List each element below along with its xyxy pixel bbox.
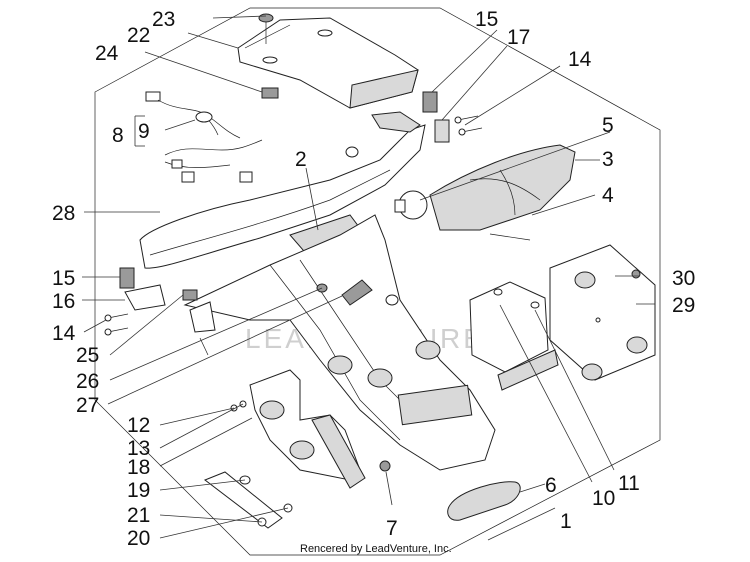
rivets-14-top: [454, 115, 483, 136]
callout-30: 30: [672, 267, 695, 290]
bracket-17: [434, 119, 450, 143]
callout-9: 9: [138, 120, 150, 143]
left-clips: [104, 267, 198, 336]
reflector-19: [203, 471, 293, 529]
callout-25: 25: [76, 344, 99, 367]
license-plate: [549, 244, 656, 381]
callout-15: 15: [475, 8, 498, 31]
callout-15b: 15: [52, 267, 75, 290]
callout-3: 3: [602, 148, 614, 171]
callout-5: 5: [602, 114, 614, 137]
mudguard-body: [183, 214, 496, 471]
callout-1: 1: [560, 510, 572, 533]
callout-19: 19: [127, 479, 150, 502]
callout-7: 7: [386, 517, 398, 540]
callout-2: 2: [295, 148, 307, 171]
callout-21: 21: [127, 504, 150, 527]
assembly-outline: [94, 7, 661, 556]
callout-16: 16: [52, 290, 75, 313]
callout-11: 11: [618, 472, 640, 495]
callout-4: 4: [602, 184, 614, 207]
rear-frame-bracket: [139, 111, 426, 269]
callout-14: 14: [568, 48, 592, 71]
callout-20: 20: [127, 527, 150, 550]
clip-24: [261, 87, 279, 99]
callout-28: 28: [52, 202, 75, 225]
clip-15-top: [422, 91, 438, 113]
leader-lines: [82, 15, 655, 541]
callout-17: 17: [507, 26, 530, 49]
callout-23: 23: [152, 8, 175, 31]
callout-10: 10: [592, 487, 615, 510]
callout-29: 29: [672, 294, 695, 317]
callout-26: 26: [76, 370, 99, 393]
side-reflector-6: [447, 481, 521, 521]
wiring-harness: [145, 91, 263, 183]
callout-6: 6: [545, 474, 557, 497]
rear-cover-3: [429, 144, 576, 231]
callout-18: 18: [127, 456, 150, 479]
callout-22: 22: [127, 24, 150, 47]
callout-24: 24: [95, 42, 119, 65]
screw-4: [489, 233, 531, 241]
callout-8: 8: [112, 124, 124, 147]
top-cover-plate: [237, 17, 419, 109]
callout-12: 12: [127, 414, 150, 437]
bulb-5: [394, 190, 428, 220]
callout-14b: 14: [52, 322, 76, 345]
callout-labels: 23 22 24 15 17 14 9 8 5 2 3 4 28 15 16 3…: [52, 8, 695, 550]
reflector-plate: [249, 369, 366, 489]
nut-7: [379, 460, 391, 472]
callout-27: 27: [76, 394, 99, 417]
plate-bracket: [469, 281, 559, 391]
callout-13: 13: [127, 437, 150, 460]
render-credit: Rencered by LeadVenture, Inc.: [300, 543, 452, 555]
